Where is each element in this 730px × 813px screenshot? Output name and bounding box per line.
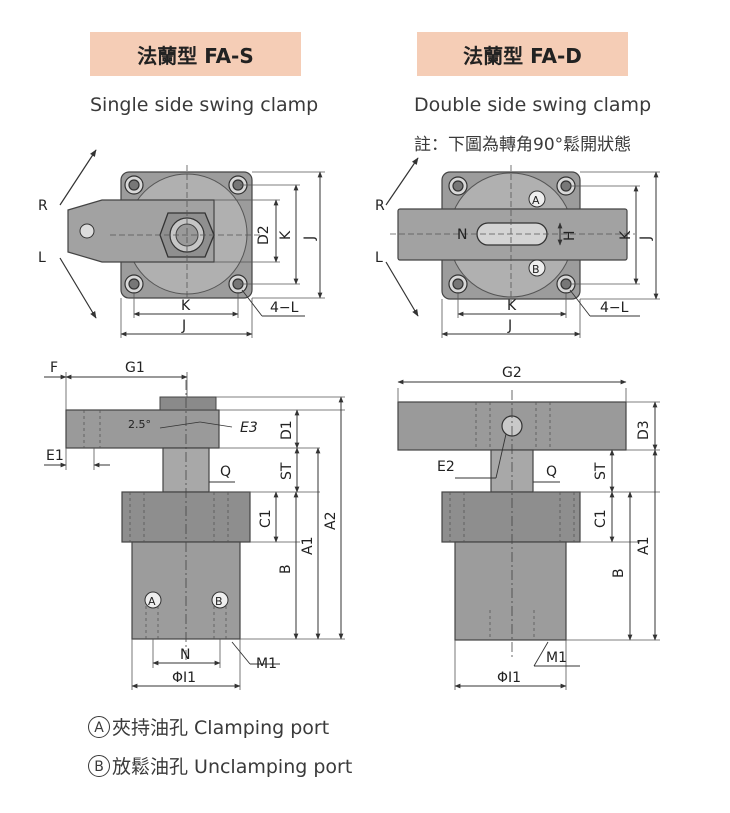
fa-s-side-arm bbox=[65, 409, 220, 449]
fa-d-port-b-label: B bbox=[532, 263, 540, 276]
fa-d-label-j-h: J bbox=[507, 318, 512, 334]
fa-s-label-a2: A2 bbox=[323, 512, 339, 530]
fa-d-label-st: ST bbox=[593, 462, 609, 480]
fa-d-label-4l: 4−L bbox=[600, 300, 629, 316]
fa-d-label-a1: A1 bbox=[636, 537, 652, 555]
fa-d-side-body bbox=[454, 541, 567, 641]
fa-s-label-phi-i1: ΦI1 bbox=[172, 670, 196, 686]
fa-d-label-k-v: K bbox=[618, 230, 634, 240]
note-double: 註：下圖為轉角90°鬆開狀態 bbox=[414, 135, 632, 155]
fa-d-port-a-label: A bbox=[532, 194, 540, 207]
fa-d-label-r: R bbox=[375, 198, 385, 214]
fa-d-label-c1: C1 bbox=[593, 509, 609, 528]
model-title-fa-s: 法蘭型 FA-S bbox=[137, 43, 254, 68]
fa-s-label-m1: M1 bbox=[256, 656, 277, 672]
fa-s-label-q: Q bbox=[220, 464, 231, 480]
fa-s-label-angle: 2.5° bbox=[128, 418, 151, 431]
fa-s-label-l: L bbox=[38, 250, 46, 266]
fa-s-label-k-v: K bbox=[278, 230, 294, 240]
fa-d-top-view: A B N H R L K J K J 4−L bbox=[375, 157, 660, 338]
fa-d-label-n: N bbox=[457, 227, 467, 243]
fa-d-swing-arrow-l bbox=[385, 261, 419, 317]
fa-d-label-e2: E2 bbox=[437, 459, 455, 475]
fa-s-side-nut bbox=[159, 396, 217, 411]
fa-d-label-h: H bbox=[562, 230, 578, 241]
fa-d-swing-arrow-r bbox=[385, 157, 419, 206]
fa-s-label-r: R bbox=[38, 198, 48, 214]
fa-d-label-phi-i1: ΦI1 bbox=[497, 670, 521, 686]
fa-s-side-flange bbox=[121, 491, 251, 543]
fa-d-label-b: B bbox=[611, 568, 627, 578]
fa-s-label-c1: C1 bbox=[258, 509, 274, 528]
fa-s-swing-arrow-l bbox=[59, 257, 97, 319]
fa-d-label-g2: G2 bbox=[502, 365, 522, 381]
model-badge-fa-s: 法蘭型 FA-S bbox=[90, 32, 301, 76]
fa-s-label-f: F bbox=[50, 360, 58, 376]
fa-d-side-flange bbox=[441, 491, 581, 543]
legend-b-text: 放鬆油孔 Unclamping port bbox=[112, 756, 353, 778]
fa-s-label-j-v: J bbox=[302, 236, 318, 241]
fa-d-bolt-holes bbox=[448, 176, 576, 294]
fa-s-label-4l: 4−L bbox=[270, 300, 299, 316]
fa-d-side-view: G2 E2 Q D3 ST C1 B A1 ΦI1 M1 bbox=[397, 365, 660, 690]
fa-d-label-q: Q bbox=[546, 464, 557, 480]
legend-a-mark: A bbox=[88, 715, 110, 738]
legend-a-text: 夾持油孔 Clamping port bbox=[112, 717, 330, 739]
fa-s-label-g1: G1 bbox=[125, 360, 145, 376]
fa-s-port-a-label: A bbox=[148, 595, 156, 608]
fa-d-label-j-v: J bbox=[638, 236, 654, 241]
fa-s-label-a1: A1 bbox=[300, 537, 316, 555]
fa-d-label-l: L bbox=[375, 250, 383, 266]
subtitle-single: Single side swing clamp bbox=[90, 94, 319, 116]
fa-s-label-k-h: K bbox=[181, 298, 191, 314]
fa-s-leader-4l bbox=[241, 289, 263, 317]
fa-s-arm-hole bbox=[79, 223, 95, 239]
fa-d-label-m1: M1 bbox=[546, 650, 567, 666]
legend-clamping-port: A 夾持油孔 Clamping port bbox=[88, 713, 329, 740]
fa-s-port-b-label: B bbox=[215, 595, 223, 608]
fa-s-label-e1: E1 bbox=[46, 448, 64, 464]
fa-d-label-d3: D3 bbox=[636, 420, 652, 440]
fa-s-label-n: N bbox=[180, 647, 190, 663]
fa-s-label-st: ST bbox=[279, 462, 295, 480]
subtitle-double: Double side swing clamp bbox=[414, 94, 652, 116]
model-title-fa-d: 法蘭型 FA-D bbox=[463, 43, 582, 68]
fa-s-label-e3: E3 bbox=[240, 420, 258, 436]
fa-d-label-k-h: K bbox=[507, 298, 517, 314]
fa-d-port-b-mark bbox=[528, 259, 546, 277]
fa-s-swing-arrow-r bbox=[59, 149, 97, 206]
legend-unclamping-port: B 放鬆油孔 Unclamping port bbox=[88, 752, 352, 779]
fa-s-side-view: A B F G1 E1 2.5° E3 Q D bbox=[44, 360, 345, 690]
model-badge-fa-d: 法蘭型 FA-D bbox=[417, 32, 628, 76]
fa-s-label-d1: D1 bbox=[279, 420, 295, 440]
legend-b-mark: B bbox=[88, 754, 110, 777]
fa-s-label-j-h: J bbox=[181, 318, 186, 334]
fa-s-top-view: R L D2 K J K J 4−L bbox=[38, 149, 325, 338]
fa-s-label-b: B bbox=[278, 564, 294, 574]
fa-d-port-a-mark bbox=[528, 190, 546, 208]
fa-s-label-d2: D2 bbox=[256, 225, 272, 245]
